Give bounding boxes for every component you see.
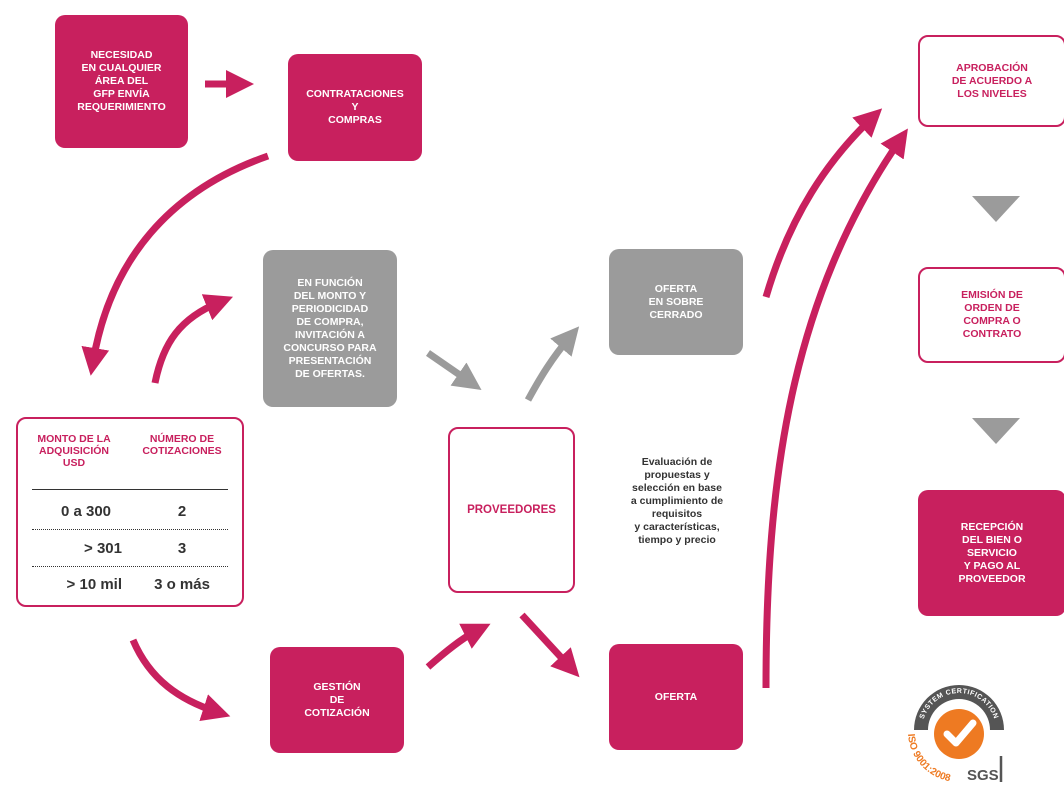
table-header-cotizaciones: NÚMERO DE COTIZACIONES — [142, 433, 222, 457]
seal-check-circle — [934, 709, 984, 759]
arrow-table-to-gestion — [129, 638, 231, 721]
arrow-proveedores-to-oferta-sobre — [524, 326, 580, 402]
evaluation-note: Evaluación de propuestas y selección en … — [630, 456, 724, 546]
box-proveedores: PROVEEDORES — [448, 427, 575, 593]
box-gestion-cotizacion: GESTIÓN DE COTIZACIÓN — [270, 647, 404, 753]
arrow-contrataciones-to-table — [81, 152, 270, 376]
table-cell: 3 o más — [154, 576, 210, 593]
table-divider — [32, 566, 228, 567]
box-oferta: OFERTA — [609, 644, 743, 750]
table-cell: 0 a 300 — [60, 503, 112, 520]
triangle-down-1 — [972, 196, 1020, 222]
box-emision-orden: EMISIÓN DE ORDEN DE COMPRA O CONTRATO — [918, 267, 1064, 363]
table-header-monto: MONTO DE LA ADQUISICIÓN USD — [37, 433, 111, 469]
box-en-funcion: EN FUNCIÓN DEL MONTO Y PERIODICIDAD DE C… — [263, 250, 397, 407]
seal-brand-text: SGS — [967, 767, 999, 784]
table-cell: 3 — [177, 540, 187, 557]
box-recepcion: RECEPCIÓN DEL BIEN O SERVICIO Y PAGO AL … — [918, 490, 1064, 616]
box-necesidad: NECESIDAD EN CUALQUIER ÁREA DEL GFP ENVÍ… — [55, 15, 188, 148]
box-aprobacion: APROBACIÓN DE ACUERDO A LOS NIVELES — [918, 35, 1064, 127]
triangle-down-2 — [972, 418, 1020, 444]
table-divider — [32, 529, 228, 530]
arrow-table-to-en-funcion — [151, 294, 233, 384]
table-cell: > 10 mil — [66, 576, 122, 593]
quotation-table: MONTO DE LA ADQUISICIÓN USD NÚMERO DE CO… — [16, 417, 244, 607]
checkmark-icon — [943, 719, 977, 747]
table-cell: > 301 — [84, 540, 122, 557]
table-cell: 2 — [177, 503, 187, 520]
arrow-oferta-sobre-to-aprobacion — [762, 108, 883, 298]
table-divider — [32, 489, 228, 490]
arrow-oferta-to-aprobacion — [762, 128, 908, 689]
arrow-proveedores-to-oferta — [519, 612, 580, 678]
arrow-gestion-to-proveedores — [425, 623, 491, 670]
iso-certification-seal: SYSTEM CERTIFICATION ISO 9001:2008 SGS — [905, 685, 1004, 784]
box-oferta-sobre-cerrado: OFERTA EN SOBRE CERRADO — [609, 249, 743, 355]
arrow-en-funcion-to-proveedores — [426, 350, 482, 390]
box-contrataciones: CONTRATACIONES Y COMPRAS — [288, 54, 422, 161]
